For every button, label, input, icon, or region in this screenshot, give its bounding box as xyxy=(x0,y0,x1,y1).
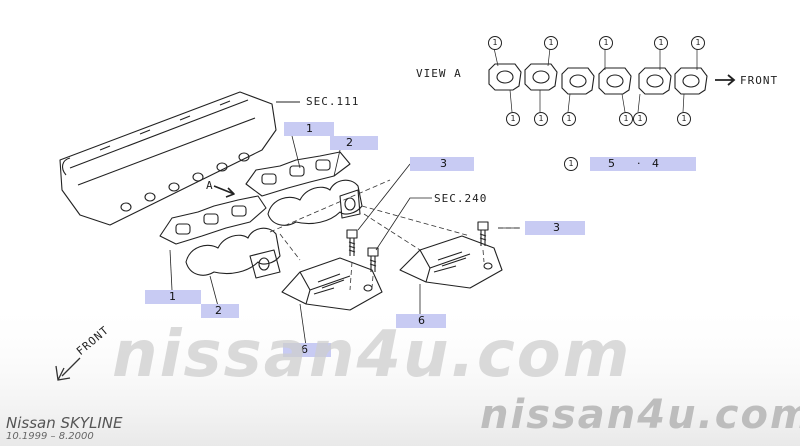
view-a-gasket-6 xyxy=(674,67,708,95)
callout-upper-gasket[interactable]: 1 xyxy=(284,122,334,136)
lower-manifold xyxy=(185,227,281,279)
callout-number: 6 xyxy=(301,343,308,356)
view-a-label: VIEW A xyxy=(416,67,462,80)
legend-mark: 1 xyxy=(564,157,578,171)
bolt-a xyxy=(346,229,358,256)
callout-number: 2 xyxy=(215,304,222,317)
view-a-mark: 1 xyxy=(562,112,576,126)
view-a-arrow xyxy=(213,185,235,198)
upper-gasket xyxy=(245,151,351,197)
watermark-small: nissan4u.com xyxy=(480,392,800,438)
legend-left-number: 5 xyxy=(608,157,615,170)
front-arrow-right xyxy=(715,74,736,86)
callout-number: 6 xyxy=(418,314,425,327)
view-a-stud-leaders xyxy=(493,47,698,113)
callout-heat-cover-b[interactable]: 3 xyxy=(525,221,585,235)
cylinder-head xyxy=(59,91,277,226)
view-a-mark: 1 xyxy=(691,36,705,50)
view-a-gasket-5 xyxy=(638,67,672,95)
callout-heat-cover-a[interactable]: 3 xyxy=(410,157,474,171)
view-a-gasket-4 xyxy=(598,67,632,95)
view-a-gasket-3 xyxy=(561,67,595,95)
legend-right-number: 4 xyxy=(652,157,659,170)
view-a-mark: 1 xyxy=(488,36,502,50)
view-a-mark: 1 xyxy=(677,112,691,126)
heat-insulator-right xyxy=(399,235,503,289)
callout-upper-manifold[interactable]: 2 xyxy=(330,136,378,150)
upper-manifold xyxy=(267,179,363,226)
sec240-label: SEC.240 xyxy=(434,192,488,205)
bolt-b xyxy=(367,247,379,272)
legend-separator: · xyxy=(637,157,641,170)
view-a-mark: 1 xyxy=(654,36,668,50)
callout-lower-gasket[interactable]: 1 xyxy=(145,290,201,304)
view-a-mark: 1 xyxy=(534,112,548,126)
view-a-mark: 1 xyxy=(619,112,633,126)
callout-number: 3 xyxy=(440,157,447,170)
view-a-gasket-2 xyxy=(524,63,558,91)
bolt-c xyxy=(477,221,489,246)
sec111-label: SEC.111 xyxy=(306,95,360,108)
view-a-gasket-1 xyxy=(488,63,522,91)
callout-number: 2 xyxy=(346,136,353,149)
lower-gasket xyxy=(159,195,267,245)
front-label-right: FRONT xyxy=(740,74,779,87)
view-a-arrow-label: A xyxy=(206,179,214,192)
view-a-gaskets xyxy=(488,47,736,113)
callout-insulator-a[interactable]: 6 xyxy=(396,314,446,328)
view-a-mark: 1 xyxy=(544,36,558,50)
view-a-mark: 1 xyxy=(599,36,613,50)
callout-number: 1 xyxy=(306,122,313,135)
callout-number: 1 xyxy=(169,290,176,303)
callout-insulator-b[interactable]: 6 xyxy=(283,343,331,357)
callout-number: 3 xyxy=(553,221,560,234)
footer-dates: 10.1999 – 8.2000 xyxy=(6,431,94,442)
footer-model: Nissan SKYLINE xyxy=(6,414,123,432)
heat-insulator-left xyxy=(281,257,383,311)
legend-tag[interactable]: 5 · 4 xyxy=(590,157,696,171)
watermark-large: nissan4u.com xyxy=(112,318,632,392)
front-arrow-left xyxy=(55,357,81,381)
view-a-mark: 1 xyxy=(633,112,647,126)
callout-lower-manifold[interactable]: 2 xyxy=(201,304,239,318)
view-a-mark: 1 xyxy=(506,112,520,126)
